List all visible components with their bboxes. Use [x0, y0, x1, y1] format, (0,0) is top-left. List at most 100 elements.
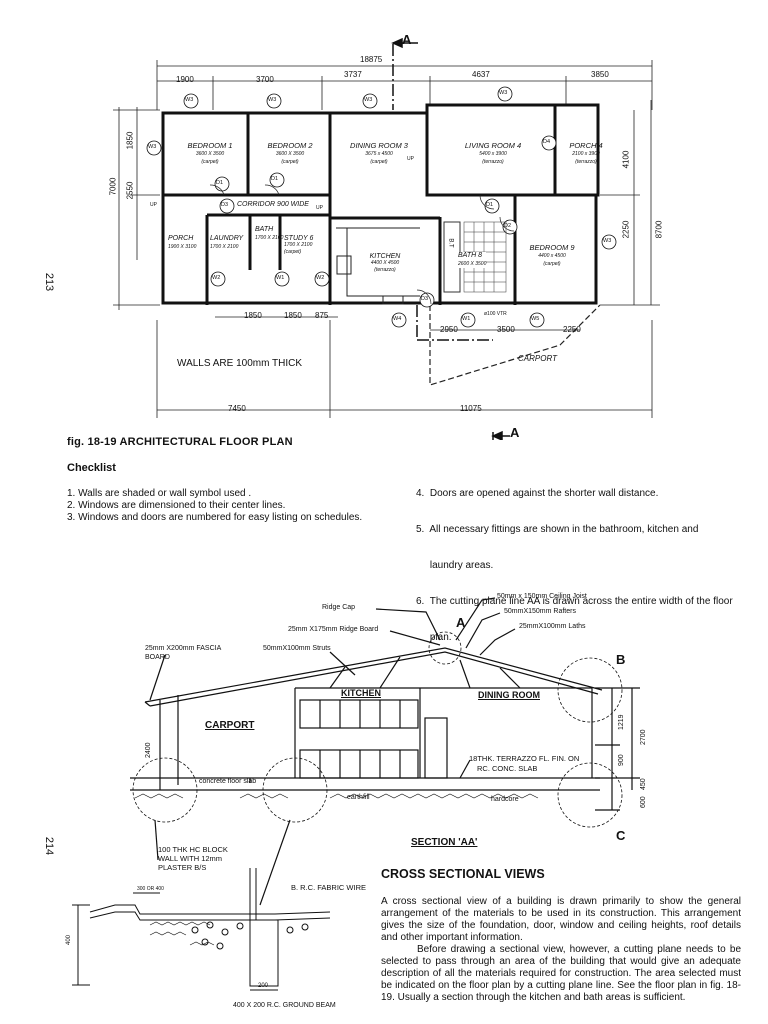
- room-name: PORCH: [168, 235, 194, 242]
- room-finish: (terrazzo): [575, 159, 597, 165]
- label-block-wall: 100 THK HC BLOCK WALL WITH 12mm PLASTER …: [158, 845, 228, 872]
- room-name: PORCH 4: [569, 141, 603, 150]
- label-fabric-wire: B. R.C. FABRIC WIRE: [291, 883, 367, 892]
- room-name: LIVING ROOM 4: [464, 141, 522, 150]
- checklist-item: 1. Walls are shaded or wall symbol used …: [67, 488, 252, 499]
- room-kitchen: KITCHEN 4400 X 4500 (terrazzo): [360, 253, 410, 274]
- label-ridge-board: 25mm X175mm Ridge Board: [288, 626, 379, 633]
- room-finish: (terrazzo): [482, 159, 504, 165]
- room-name: DINING ROOM 3: [350, 141, 408, 150]
- dim-left-2: 2550: [125, 181, 135, 200]
- room-name: BATH 8: [458, 252, 482, 259]
- room-name: BATH: [255, 226, 274, 233]
- tag-w4: W4: [393, 316, 402, 322]
- label-fascia: 25mm X200mm FASCIA: [145, 645, 222, 652]
- room-size: 1700 X 2100: [284, 242, 313, 248]
- label-struts: 50mmX100mm Struts: [263, 645, 331, 652]
- tag-d4: D4: [543, 139, 551, 145]
- up-label-1: UP: [150, 202, 157, 208]
- checklist-item: 4. Doors are opened against the shorter …: [416, 488, 659, 499]
- dim-bottom-right-total: 11075: [460, 404, 482, 413]
- room-finish: (carpet): [543, 261, 561, 267]
- tag-d3: D3: [421, 296, 429, 302]
- page-number-214: 214: [43, 836, 56, 856]
- tag-w3: W3: [268, 97, 277, 103]
- paragraph: A cross sectional view of a building is …: [381, 896, 741, 943]
- tag-w3: W3: [148, 144, 157, 150]
- up-label-2: UP: [316, 205, 323, 211]
- section-title: SECTION 'AA': [411, 837, 478, 848]
- tag-w3: W3: [364, 97, 373, 103]
- dim-top-3: 3737: [344, 70, 362, 79]
- dim-bottom-mid-3: 875: [315, 311, 329, 320]
- room-size: 3600 X 3500: [195, 151, 225, 157]
- room-porch-4: PORCH 4 2100 x 3900 (terrazzo): [562, 142, 610, 166]
- corridor-label: CORRIDOR 900 WIDE: [237, 201, 309, 208]
- room-name: STUDY 6: [284, 235, 314, 242]
- tag-w3: W3: [603, 238, 612, 244]
- dim-top-4: 4637: [472, 70, 490, 79]
- label-terrazzo: 18THK. TERRAZZO FL. FIN. ON: [469, 754, 580, 763]
- room-finish: (carpet): [370, 159, 388, 165]
- dim-bottom-mid-2: 1850: [284, 311, 302, 320]
- section-marker-bottom: A: [510, 425, 520, 440]
- dim-600: 600: [640, 796, 647, 808]
- tag-d1: D1: [271, 176, 279, 182]
- label-fascia-board: BOARD: [145, 654, 170, 661]
- room-size: 5400 x 3900: [479, 151, 507, 157]
- room-size: 4400 x 4500: [538, 253, 566, 259]
- carport-label: CARPORT: [518, 354, 557, 363]
- checklist-item: 3. Windows and doors are numbered for ea…: [67, 512, 363, 523]
- dim-detail-200: 200: [258, 983, 269, 989]
- label-line: PLASTER B/S: [158, 863, 207, 872]
- room-finish: (carpet): [281, 159, 299, 165]
- cross-section-text: A cross sectional view of a building is …: [381, 896, 741, 1004]
- room-porch: PORCH 1900 X 3100: [168, 235, 196, 251]
- checklist-item: plan.: [416, 632, 452, 643]
- tag-d2: D2: [504, 223, 512, 229]
- label-dining-room: DINING ROOM: [478, 690, 540, 700]
- dim-bottom-mid-1: 1850: [244, 311, 262, 320]
- room-name: BEDROOM 2: [267, 141, 313, 150]
- label-carport: CARPORT: [205, 720, 255, 731]
- room-name: LAUNDRY: [210, 235, 244, 242]
- dim-bottom-right-3: 2250: [563, 325, 581, 334]
- tag-w5: W5: [531, 316, 540, 322]
- label-ground-beam: 400 X 200 R.C. GROUND BEAM: [233, 1002, 336, 1009]
- up-label-3: UP: [407, 156, 414, 162]
- floor-plan-labels: A A 18875 1900 3700 3737 4637 3850 1850 …: [0, 0, 768, 440]
- checklist-left: 1. Walls are shaded or wall symbol used …: [67, 488, 362, 524]
- checklist-title: Checklist: [67, 462, 116, 474]
- label-kitchen: KITCHEN: [341, 688, 381, 698]
- label-slab: RC. CONC. SLAB: [477, 764, 538, 773]
- room-name: BEDROOM 1: [187, 141, 233, 150]
- dim-detail-300-400: 300 OR 400: [137, 886, 164, 892]
- dim-right-total: 8700: [654, 220, 664, 239]
- walls-note: WALLS ARE 100mm THICK: [177, 358, 303, 369]
- room-size: 4400 X 4500: [370, 260, 400, 266]
- checklist-item: 6. The cutting plane line AA is drawn ac…: [416, 596, 733, 607]
- room-size: 1700 X 2100: [210, 244, 239, 250]
- cross-section-heading: CROSS SECTIONAL VIEWS: [381, 867, 545, 881]
- room-bath-8: BATH 8 2600 X 3500: [458, 252, 487, 268]
- room-size: 1700 X 2100: [255, 235, 284, 241]
- dim-450: 450: [640, 778, 647, 790]
- tag-d3: D3: [221, 202, 229, 208]
- dim-bottom-left-total: 7450: [228, 404, 246, 413]
- tag-w1: W1: [462, 316, 471, 322]
- room-study-6: STUDY 6 1700 X 2100 (carpet): [284, 235, 313, 256]
- figure-caption: fig. 18-19 ARCHITECTURAL FLOOR PLAN: [67, 436, 293, 448]
- room-dining-3: DINING ROOM 3 3675 x 4500 (carpet): [344, 142, 414, 166]
- paragraph: Before drawing a sectional view, however…: [381, 944, 741, 1003]
- room-finish: (carpet): [201, 159, 219, 165]
- room-size: 1900 X 3100: [168, 244, 197, 250]
- dim-right-1: 4100: [621, 150, 631, 169]
- bt-label: B.T: [447, 238, 454, 248]
- room-finish: (terrazzo): [374, 267, 396, 273]
- room-size: 2100 x 3900: [572, 151, 600, 157]
- dim-left-1: 1850: [125, 131, 135, 150]
- tag-w1: W1: [276, 275, 285, 281]
- dim-2400: 2400: [145, 742, 152, 758]
- room-bedroom-2: BEDROOM 2 3600 X 3500 (carpet): [260, 142, 320, 166]
- vtr-label: ø100 VTR: [484, 311, 507, 317]
